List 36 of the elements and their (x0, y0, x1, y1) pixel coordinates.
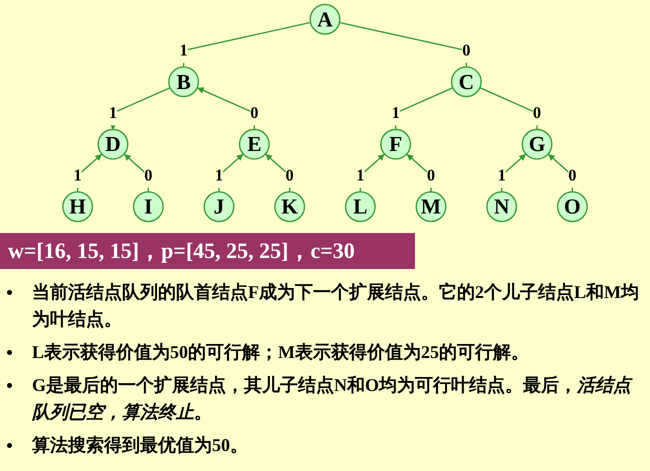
edge-label: 0 (286, 166, 294, 184)
node-circle: G (522, 128, 552, 160)
bullet-text: G是最后的一个扩展结点，其儿子结点N和O均为可行叶结点。最后，活结点队列已空，算法终止。 (32, 374, 634, 424)
node-circle: B (168, 66, 200, 98)
edge-label: 1 (392, 104, 400, 122)
edge-label: 1 (498, 166, 506, 184)
edge-label: 1 (74, 166, 82, 184)
node-circle: A (310, 4, 340, 35)
node-circle: L (344, 191, 376, 222)
bullet-text: 当前活结点队列的队首结点F成为下一个扩展结点。它的2个儿子结点L和M均为叶结点。 (32, 281, 640, 331)
node-circle: O (556, 191, 588, 222)
edge-label: 0 (462, 42, 470, 60)
node-circle: D (98, 128, 128, 160)
edge-label: 0 (250, 104, 258, 122)
bullet-text: 算法搜索得到最优值为50。 (32, 434, 249, 457)
node-circle: K (274, 191, 306, 222)
node-circle: J (204, 191, 234, 222)
edge-label: 1 (356, 166, 364, 184)
edge-label: 1 (214, 166, 224, 184)
connector (339, 22, 468, 67)
edge-label: 0 (568, 166, 576, 184)
node-circle: M (416, 191, 446, 222)
node-circle: C (450, 66, 482, 98)
edge-label: 0 (144, 166, 152, 184)
edge-label: 1 (180, 42, 188, 60)
node-circle: F (380, 128, 412, 160)
node-circle: N (486, 191, 518, 222)
connector (182, 22, 311, 67)
node-circle: H (62, 191, 94, 222)
edge-label: 1 (108, 104, 118, 122)
node-circle: E (238, 128, 270, 160)
bullet-text: L表示获得价值为50的可行解；M表示获得价值为25的可行解。 (32, 341, 530, 364)
edge-label: 0 (532, 104, 542, 122)
node-circle: I (132, 191, 164, 222)
edge-label: 0 (426, 166, 436, 184)
parameter-banner: w=[16, 15, 15]，p=[45, 25, 25]，c=30 (0, 233, 415, 269)
